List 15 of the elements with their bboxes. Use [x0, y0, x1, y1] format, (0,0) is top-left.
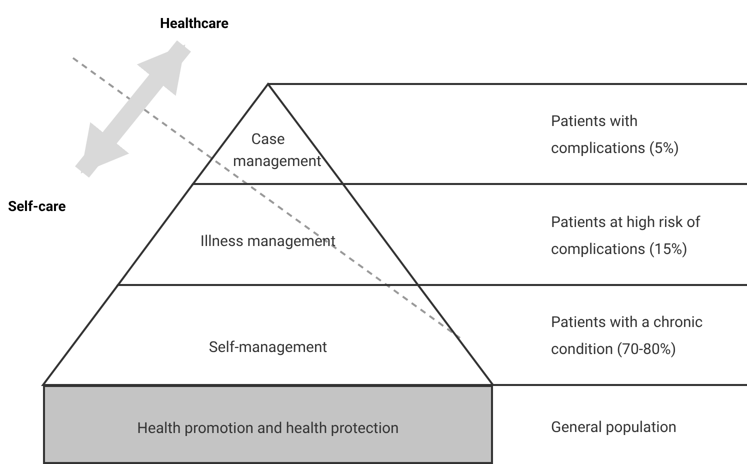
pyramid-tier — [193, 84, 343, 184]
tier-label: Illness management — [199, 231, 337, 252]
population-label: Patients with complications (5%) — [551, 111, 680, 159]
heading-text: Self-care — [8, 198, 67, 217]
base-tier-box — [43, 385, 493, 464]
double-headed-arrow — [75, 40, 191, 178]
population-label: Patients at high risk of complications (15%) — [551, 212, 702, 260]
pyramid-tier — [118, 184, 418, 285]
pyramid-tier — [43, 285, 493, 385]
heading-text: Healthcare — [160, 15, 230, 34]
tier-label: Self-management — [208, 337, 328, 358]
population-label: General population — [551, 417, 678, 438]
population-label: Patients with a chronic condition (70-80%) — [551, 312, 704, 360]
tier-label: Health promotion and health protection — [136, 418, 400, 439]
tier-label: Case management — [232, 129, 322, 172]
